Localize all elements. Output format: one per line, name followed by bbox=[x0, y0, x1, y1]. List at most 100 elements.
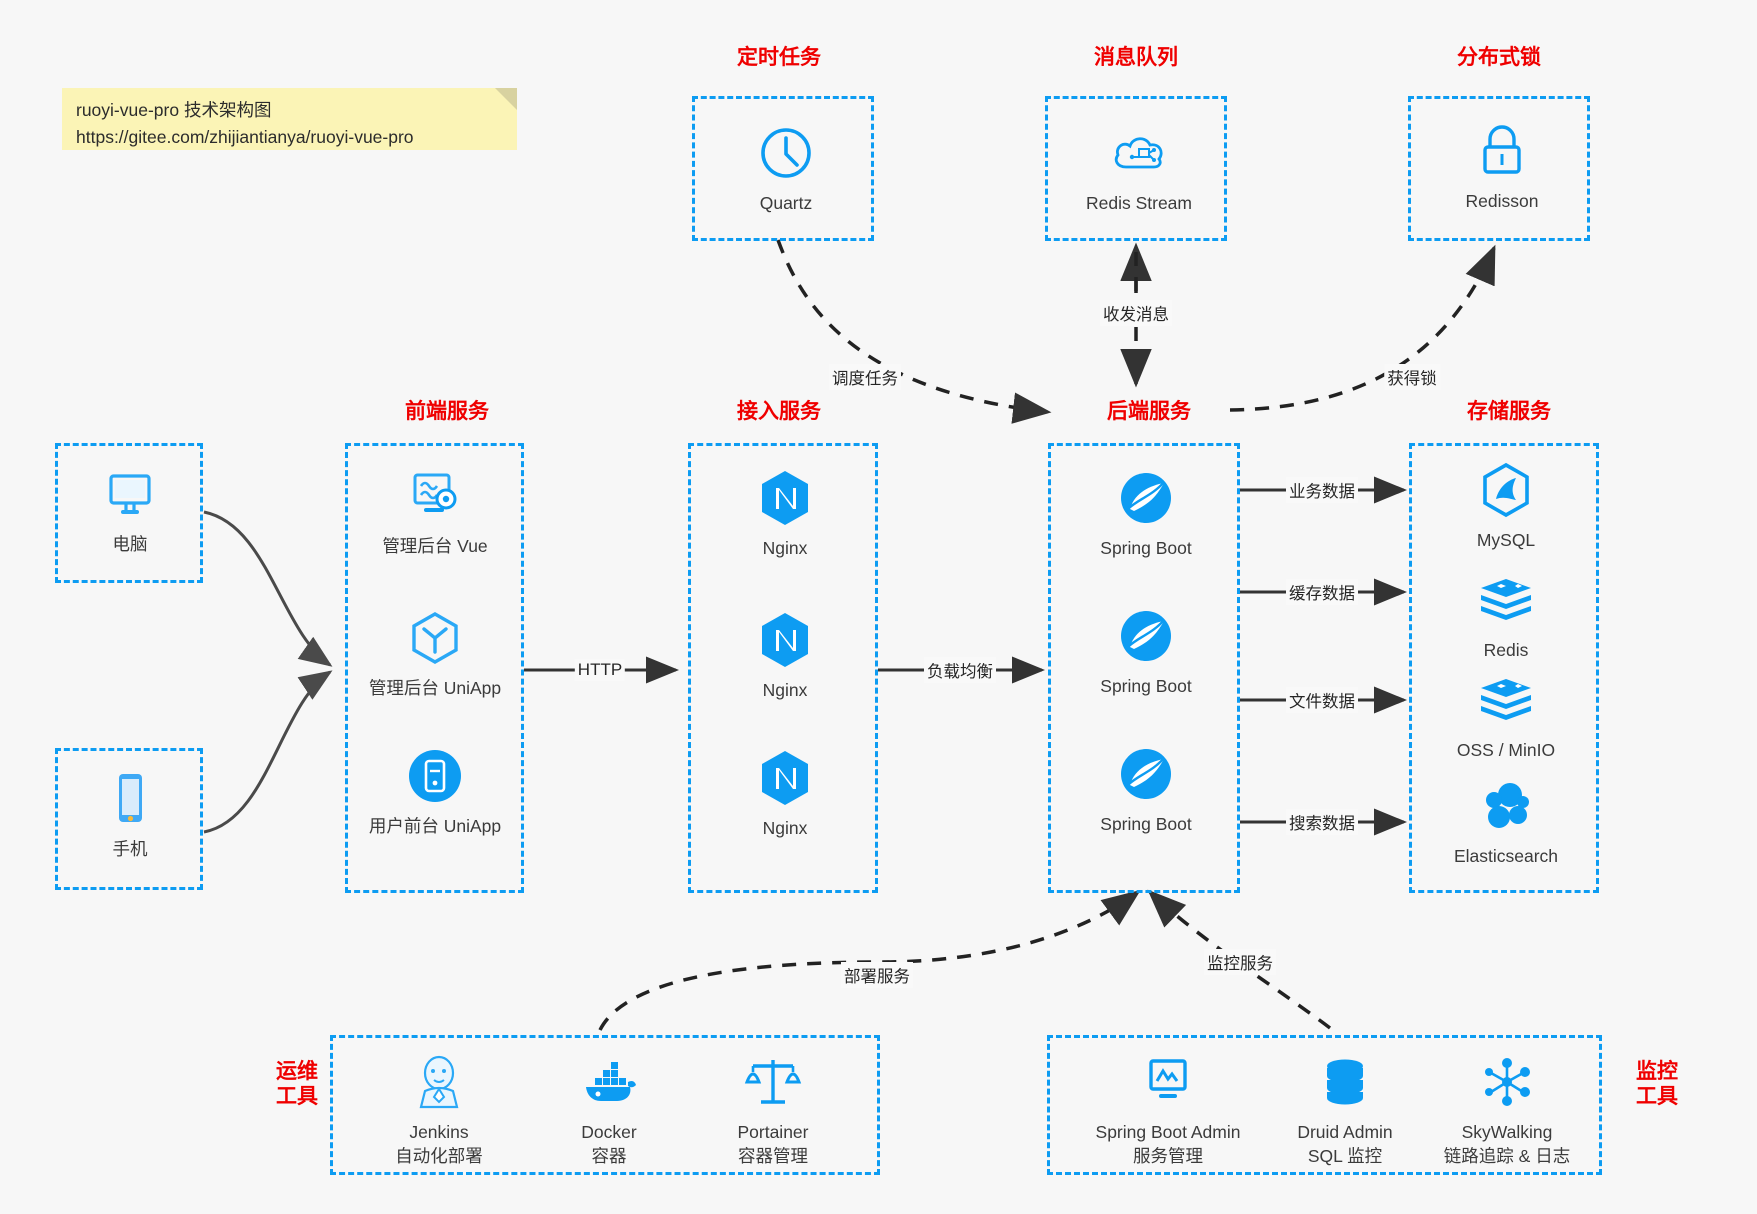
node-label: Elasticsearch bbox=[1453, 846, 1559, 866]
node-sublabel: 容器 bbox=[591, 1145, 627, 1166]
phone-icon bbox=[100, 769, 160, 829]
group-title-scheduled-task: 定时任务 bbox=[737, 46, 821, 69]
node-sublabel: SQL 监控 bbox=[1307, 1145, 1383, 1166]
cloud-stream-icon bbox=[1109, 123, 1169, 183]
node-label: Redisson bbox=[1465, 191, 1539, 211]
node-label: Spring Boot bbox=[1100, 814, 1192, 834]
node-sublabel: 服务管理 bbox=[1133, 1145, 1203, 1166]
spring-leaf-icon bbox=[1116, 468, 1176, 528]
node-spring-boot-admin[interactable]: Spring Boot Admin 服务管理 bbox=[1068, 1052, 1268, 1168]
edge-label-send-receive-message: 收发消息 bbox=[1100, 300, 1172, 326]
node-sublabel: 链路追踪 & 日志 bbox=[1443, 1145, 1571, 1166]
desktop-icon bbox=[100, 464, 160, 524]
spring-leaf-icon bbox=[1116, 606, 1176, 666]
note-line-url: https://gitee.com/zhijiantianya/ruoyi-vu… bbox=[76, 127, 414, 148]
node-skywalking[interactable]: SkyWalking 链路追踪 & 日志 bbox=[1407, 1052, 1607, 1168]
node-admin-vue[interactable]: 管理后台 Vue bbox=[351, 466, 519, 559]
clock-icon bbox=[756, 123, 816, 183]
node-label: Nginx bbox=[762, 538, 808, 558]
edge-label-business-data: 业务数据 bbox=[1286, 477, 1358, 503]
note-line-title: ruoyi-vue-pro 技术架构图 bbox=[76, 100, 272, 120]
group-title-frontend: 前端服务 bbox=[405, 400, 489, 423]
group-box-message-queue: Redis Stream bbox=[1045, 96, 1227, 241]
group-title-message-queue: 消息队列 bbox=[1094, 46, 1178, 69]
group-box-storage: MySQL Redis OSS bbox=[1409, 443, 1599, 893]
node-redisson[interactable]: Redisson bbox=[1418, 121, 1586, 214]
group-box-devops: Jenkins 自动化部署 Docker 容器 bbox=[330, 1035, 880, 1175]
group-title-monitoring-line2: 工具 bbox=[1636, 1084, 1678, 1108]
node-sublabel: 自动化部署 bbox=[395, 1145, 483, 1166]
edge-pc-to-frontend bbox=[203, 510, 333, 667]
edge-label-deploy-service: 部署服务 bbox=[841, 962, 913, 988]
node-label: Spring Boot bbox=[1100, 538, 1192, 558]
group-box-client-pc: 电脑 bbox=[55, 443, 203, 583]
node-nginx-3[interactable]: Nginx bbox=[701, 748, 869, 841]
node-label: MySQL bbox=[1476, 530, 1536, 550]
redis-stack-icon bbox=[1476, 570, 1536, 630]
jenkins-butler-icon bbox=[409, 1052, 469, 1112]
node-label: Portainer bbox=[737, 1122, 809, 1142]
edge-label-file-data: 文件数据 bbox=[1286, 687, 1358, 713]
group-title-devops-line1: 运维 bbox=[276, 1060, 318, 1083]
group-title-monitoring: 监控 工具 bbox=[1618, 1060, 1696, 1110]
node-druid-admin[interactable]: Druid Admin SQL 监控 bbox=[1255, 1052, 1435, 1168]
skywalking-node-icon bbox=[1477, 1052, 1537, 1112]
edge-label-search-data: 搜索数据 bbox=[1286, 809, 1358, 835]
node-redis-stream[interactable]: Redis Stream bbox=[1055, 123, 1223, 216]
node-label: 电脑 bbox=[112, 534, 148, 554]
node-label: Docker bbox=[581, 1122, 637, 1142]
group-title-distributed-lock: 分布式锁 bbox=[1457, 46, 1541, 69]
node-nginx-2[interactable]: Nginx bbox=[701, 610, 869, 703]
node-label: Redis Stream bbox=[1085, 193, 1192, 213]
group-title-backend: 后端服务 bbox=[1107, 400, 1191, 423]
edge-label-acquire-lock: 获得锁 bbox=[1384, 364, 1440, 390]
node-springboot-2[interactable]: Spring Boot bbox=[1062, 606, 1230, 699]
mobile-round-icon bbox=[405, 746, 465, 806]
edge-schedule-task bbox=[776, 239, 1052, 424]
node-portainer[interactable]: Portainer 容器管理 bbox=[689, 1052, 857, 1168]
group-title-devops-line2: 工具 bbox=[276, 1084, 318, 1108]
node-springboot-1[interactable]: Spring Boot bbox=[1062, 468, 1230, 561]
node-pc[interactable]: 电脑 bbox=[46, 464, 214, 557]
elasticsearch-icon bbox=[1476, 776, 1536, 836]
edge-mobile-to-frontend bbox=[203, 670, 333, 834]
node-nginx-1[interactable]: Nginx bbox=[701, 468, 869, 561]
spring-leaf-icon bbox=[1116, 744, 1176, 804]
node-redis[interactable]: Redis bbox=[1422, 570, 1590, 663]
node-label: 用户前台 UniApp bbox=[368, 816, 502, 836]
mysql-dolphin-icon bbox=[1476, 460, 1536, 520]
lock-icon bbox=[1472, 121, 1532, 181]
node-springboot-3[interactable]: Spring Boot bbox=[1062, 744, 1230, 837]
node-mysql[interactable]: MySQL bbox=[1422, 460, 1590, 553]
node-label: Spring Boot bbox=[1100, 676, 1192, 696]
group-box-frontend: 管理后台 Vue 管理后台 UniApp 用户前台 UniApp bbox=[345, 443, 524, 893]
node-label: Druid Admin bbox=[1297, 1122, 1393, 1142]
dashboard-gear-icon bbox=[405, 466, 465, 526]
node-label: OSS / MinIO bbox=[1456, 740, 1556, 760]
group-box-backend: Spring Boot Spring Boot Spring Boot bbox=[1048, 443, 1240, 893]
node-label: Quartz bbox=[759, 193, 813, 213]
node-docker[interactable]: Docker 容器 bbox=[525, 1052, 693, 1168]
node-sublabel: 容器管理 bbox=[738, 1145, 808, 1166]
node-label: Nginx bbox=[762, 680, 808, 700]
group-box-distributed-lock: Redisson bbox=[1408, 96, 1590, 241]
node-user-uniapp[interactable]: 用户前台 UniApp bbox=[351, 746, 519, 839]
edge-label-monitor-service: 监控服务 bbox=[1204, 949, 1276, 975]
node-label: 管理后台 Vue bbox=[382, 536, 488, 556]
sticky-note: ruoyi-vue-pro 技术架构图 https://gitee.com/zh… bbox=[62, 88, 517, 150]
edge-label-load-balance: 负载均衡 bbox=[924, 657, 996, 683]
node-quartz[interactable]: Quartz bbox=[702, 123, 870, 216]
node-label: 手机 bbox=[112, 839, 148, 859]
nginx-icon bbox=[755, 468, 815, 528]
node-admin-uniapp[interactable]: 管理后台 UniApp bbox=[351, 608, 519, 701]
edge-label-schedule-task: 调度任务 bbox=[829, 364, 901, 390]
group-box-monitoring: Spring Boot Admin 服务管理 Druid Admin SQL 监… bbox=[1047, 1035, 1602, 1175]
scales-icon bbox=[743, 1052, 803, 1112]
node-label: Spring Boot Admin bbox=[1095, 1122, 1241, 1142]
node-jenkins[interactable]: Jenkins 自动化部署 bbox=[355, 1052, 523, 1168]
cube-icon bbox=[405, 608, 465, 668]
node-oss-minio[interactable]: OSS / MinIO bbox=[1422, 670, 1590, 763]
node-elasticsearch[interactable]: Elasticsearch bbox=[1422, 776, 1590, 869]
node-mobile[interactable]: 手机 bbox=[46, 769, 214, 862]
